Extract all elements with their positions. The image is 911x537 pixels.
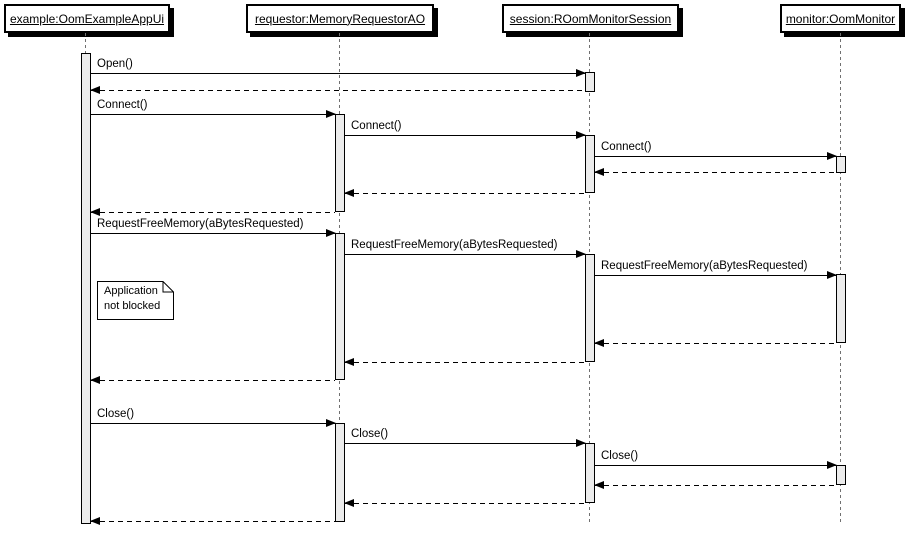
message-label: Connect() [351,120,402,132]
arrowhead-left-icon [594,339,604,347]
arrowhead-right-icon [326,229,336,237]
message-line [345,362,585,363]
note-line-2: not blocked [104,300,161,312]
arrowhead-right-icon [576,250,586,258]
arrowhead-right-icon [326,110,336,118]
arrowhead-left-icon [594,168,604,176]
message-line [345,135,585,136]
message-line [345,193,585,194]
activation-session-requestfreememory [585,254,595,362]
arrowhead-right-icon [576,131,586,139]
participant-label: example:OomExampleAppUi [9,11,165,26]
message-line [91,521,335,522]
arrowhead-right-icon [576,439,586,447]
participant-label: requestor:MemoryRequestorAO [254,11,426,26]
message-line [91,233,335,234]
arrowhead-left-icon [90,208,100,216]
arrowhead-right-icon [827,271,837,279]
message-line [91,212,335,213]
note-text: Application not blocked [104,284,160,314]
message-line [595,485,836,486]
activation-requestor-connect [335,114,345,212]
arrowhead-left-icon [344,358,354,366]
arrowhead-right-icon [576,69,586,77]
message-line [91,90,585,91]
message-label: Connect() [601,141,652,153]
activation-requestor-requestfreememory [335,233,345,380]
arrowhead-right-icon [827,152,837,160]
message-label: Close() [351,428,389,440]
note-line-1: Application [104,285,158,297]
message-line [595,172,836,173]
activation-monitor-requestfreememory [836,274,846,343]
message-line [595,343,836,344]
activation-requestor-close [335,423,345,522]
participant-label: monitor:OomMonitor [785,11,896,26]
message-label: RequestFreeMemory(aBytesRequested) [601,260,808,272]
arrowhead-left-icon [594,481,604,489]
participant-header-session: session:ROomMonitorSession [502,4,679,33]
message-line [345,443,585,444]
arrowhead-right-icon [827,461,837,469]
activation-session-open [585,72,595,92]
note-application-not-blocked: Application not blocked [97,281,174,320]
participant-header-example: example:OomExampleAppUi [4,4,170,33]
arrowhead-left-icon [90,86,100,94]
message-line [345,254,585,255]
activation-session-connect [585,135,595,193]
message-line [595,275,836,276]
activation-example-main [81,53,91,524]
message-label: Open() [97,58,133,70]
message-label: Connect() [97,99,148,111]
activation-monitor-connect [836,156,846,173]
message-line [91,114,335,115]
message-label: Close() [97,408,135,420]
message-line [91,380,335,381]
message-line [91,423,335,424]
activation-monitor-close [836,465,846,485]
activation-session-close [585,443,595,503]
message-line [91,73,585,74]
message-line [345,503,585,504]
arrowhead-left-icon [90,517,100,525]
message-label: RequestFreeMemory(aBytesRequested) [97,218,304,230]
arrowhead-left-icon [344,189,354,197]
note-shape-icon [97,281,174,320]
arrowhead-right-icon [326,419,336,427]
arrowhead-left-icon [90,376,100,384]
message-label: Close() [601,450,639,462]
message-line [595,465,836,466]
participant-label: session:ROomMonitorSession [509,11,672,26]
participant-header-requestor: requestor:MemoryRequestorAO [246,4,434,33]
arrowhead-left-icon [344,499,354,507]
message-label: RequestFreeMemory(aBytesRequested) [351,239,558,251]
message-line [595,156,836,157]
participant-header-monitor: monitor:OomMonitor [780,4,901,33]
